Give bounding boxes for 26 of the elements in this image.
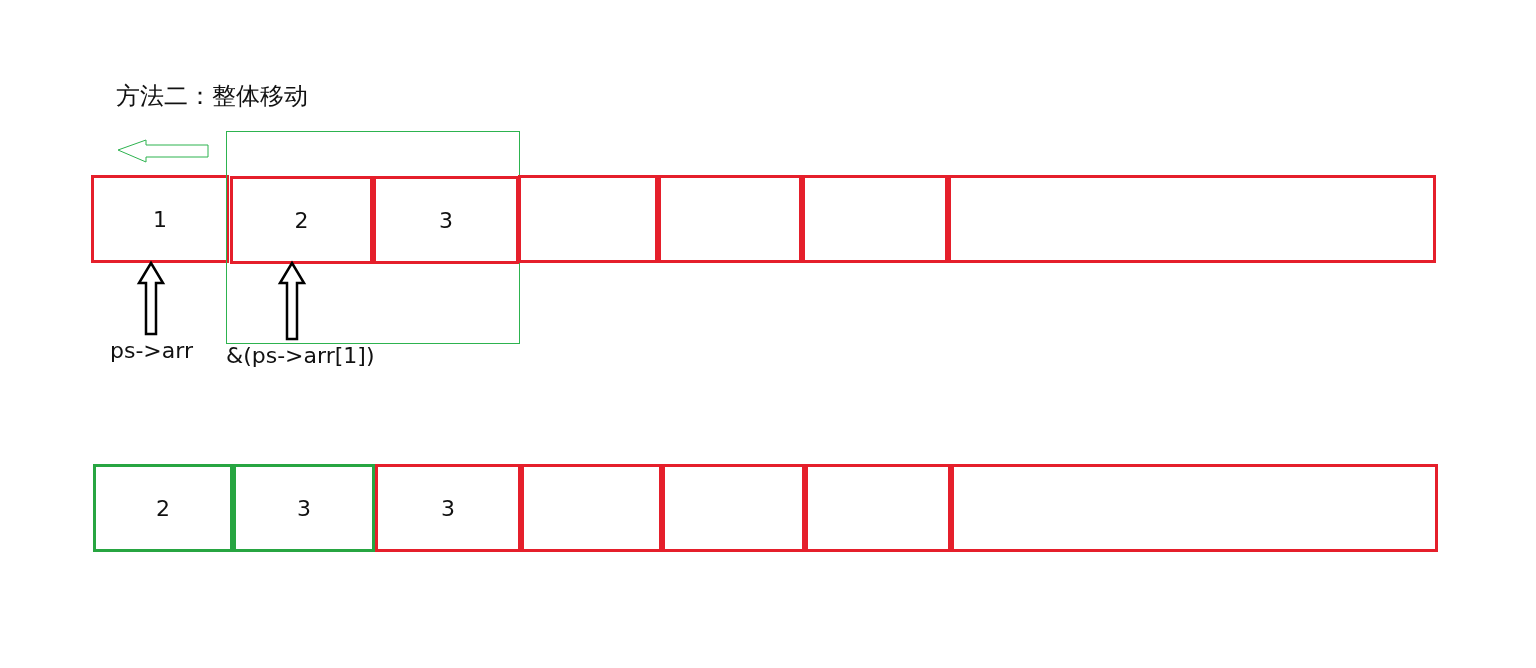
array-cell [373,176,519,264]
selection-frame [226,131,520,344]
array-cell [91,175,229,263]
cell-value: 2 [156,495,170,521]
array-cell [948,175,1436,263]
cell-value: 3 [441,495,455,521]
pointer-label: ps->arr [110,338,220,368]
array-cell [802,175,948,263]
array-cell [658,175,802,263]
array-cell [93,464,233,552]
pointer-arrow [136,260,166,336]
cell-value: 3 [439,207,453,233]
array-cell [521,464,662,552]
pointer-arrow [277,260,307,341]
diagram-title: 方法二：整体移动 [116,81,308,112]
cell-value: 2 [294,207,309,233]
pointer-label: &(ps->arr[1]) [226,343,396,373]
array-cell [375,464,521,552]
cell-value: 1 [153,206,167,232]
array-cell [230,176,373,264]
array-cell [233,464,375,552]
array-cell [951,464,1438,552]
array-cell [662,464,805,552]
array-cell [518,175,658,263]
cell-value: 3 [297,495,311,521]
array-cell [805,464,951,552]
